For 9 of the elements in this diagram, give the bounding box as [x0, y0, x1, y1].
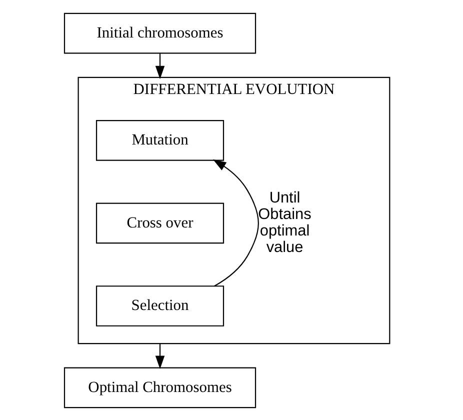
arrow: [212, 158, 259, 286]
node-box: Selection: [96, 285, 224, 326]
edge-label: Until Obtains optimal value: [258, 188, 312, 256]
arrow: [155, 53, 165, 79]
arrow: [155, 343, 165, 369]
node-box: Cross over: [96, 202, 224, 244]
node-box: Initial chromosomes: [64, 12, 256, 54]
node-box: Optimal Chromosomes: [64, 366, 256, 408]
node-box: Mutation: [96, 119, 224, 160]
